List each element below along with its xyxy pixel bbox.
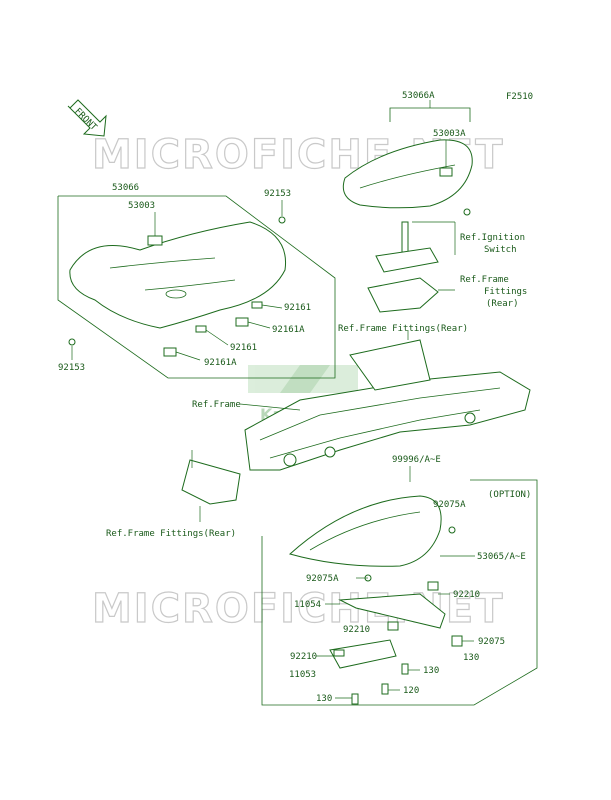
bracket-11053 xyxy=(329,639,397,669)
label-120: 120 xyxy=(403,686,419,696)
label-92210-left: 92210 xyxy=(290,652,317,662)
label-92161-b: 92161 xyxy=(230,343,257,353)
pillion-seat-cover xyxy=(288,495,442,567)
label-ref-ignition-1: Ref.Ignition xyxy=(460,233,525,243)
figure-code: F2510 xyxy=(506,92,533,102)
label-92161A-a: 92161A xyxy=(272,325,305,335)
rear-seat-cowl xyxy=(342,139,473,209)
label-130-right-b: 130 xyxy=(423,666,439,676)
front-arrow-icon: FRONT xyxy=(67,99,107,137)
label-ref-frame-fit-2: Fittings xyxy=(484,287,527,297)
label-92161-a: 92161 xyxy=(284,303,311,313)
label-130-right-a: 130 xyxy=(463,653,479,663)
option-label: (OPTION) xyxy=(488,490,531,500)
label-ref-frame-fittings-rear-top: Ref.Frame Fittings(Rear) xyxy=(338,324,468,334)
label-53065: 53065/A~E xyxy=(477,552,526,562)
front-seat xyxy=(69,221,287,329)
rear-frame-fitting xyxy=(367,277,439,313)
label-11053: 11053 xyxy=(289,670,316,680)
label-53066: 53066 xyxy=(112,183,139,193)
label-ref-frame-fit-3: (Rear) xyxy=(486,299,519,309)
label-92075A-mid: 92075A xyxy=(306,574,339,584)
label-11054: 11054 xyxy=(294,600,321,610)
label-92075A-top: 92075A xyxy=(433,500,466,510)
label-ref-frame: Ref.Frame xyxy=(192,400,241,410)
seat-group-box xyxy=(57,195,336,379)
ignition-switch-bracket xyxy=(375,247,439,273)
label-92210-right: 92210 xyxy=(453,590,480,600)
label-92153-top: 92153 xyxy=(264,189,291,199)
bracket-11054 xyxy=(338,593,446,629)
label-ref-frame-fittings-rear-bottom: Ref.Frame Fittings(Rear) xyxy=(106,529,236,539)
label-92161A-b: 92161A xyxy=(204,358,237,368)
seat-cover-patch xyxy=(147,235,163,246)
lower-frame-fitting xyxy=(181,459,241,505)
part-labels: 53066A 53003A 53066 53003 92153 92153 92… xyxy=(58,91,531,704)
label-99996: 99996/A~E xyxy=(392,455,441,465)
label-ref-ignition-2: Switch xyxy=(484,245,517,255)
label-53003A: 53003A xyxy=(433,129,466,139)
label-130-bottom: 130 xyxy=(316,694,332,704)
label-53003: 53003 xyxy=(128,201,155,211)
label-92153-left: 92153 xyxy=(58,363,85,373)
label-ref-frame-fit-1: Ref.Frame xyxy=(460,275,509,285)
label-92075: 92075 xyxy=(478,637,505,647)
label-92210-mid: 92210 xyxy=(343,625,370,635)
upper-frame-fitting xyxy=(349,339,431,391)
label-53066A: 53066A xyxy=(402,91,435,101)
